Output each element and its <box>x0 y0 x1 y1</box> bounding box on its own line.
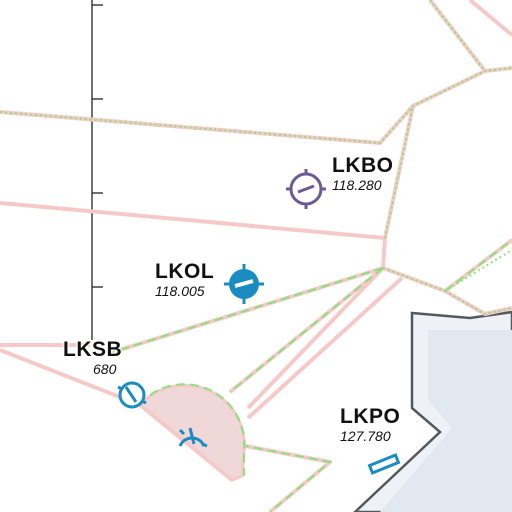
airfield-frequency: 118.280 <box>332 177 382 193</box>
runway-threshold-icon <box>178 427 208 448</box>
airfield-code: LKPO <box>340 405 401 428</box>
runway-icon[interactable] <box>366 452 402 476</box>
ctr-zone-edge <box>149 383 246 476</box>
airfield-grass-icon[interactable] <box>112 375 152 415</box>
scale-bar <box>91 0 103 340</box>
airfield-frequency: 680 <box>93 361 117 377</box>
airfield-code: LKOL <box>155 260 215 283</box>
dashed-boundaries <box>109 239 512 512</box>
airfield-paved-icon[interactable] <box>222 262 266 306</box>
airfield-label-lksb[interactable]: LKSB 680 <box>63 338 123 378</box>
airfield-label-lkol[interactable]: LKOL 118.005 <box>155 260 215 300</box>
airfield-code: LKSB <box>63 338 123 361</box>
military-airfield-icon[interactable] <box>285 168 327 210</box>
airfield-label-lkbo[interactable]: LKBO 118.280 <box>332 154 394 194</box>
airfield-frequency: 118.005 <box>155 283 205 299</box>
airfield-frequency: 127.780 <box>340 428 391 444</box>
terrain-inner <box>380 330 512 512</box>
airfield-code: LKBO <box>332 154 394 177</box>
dotted-boundaries <box>0 0 512 316</box>
airfield-label-lkpo[interactable]: LKPO 127.780 <box>340 405 401 445</box>
